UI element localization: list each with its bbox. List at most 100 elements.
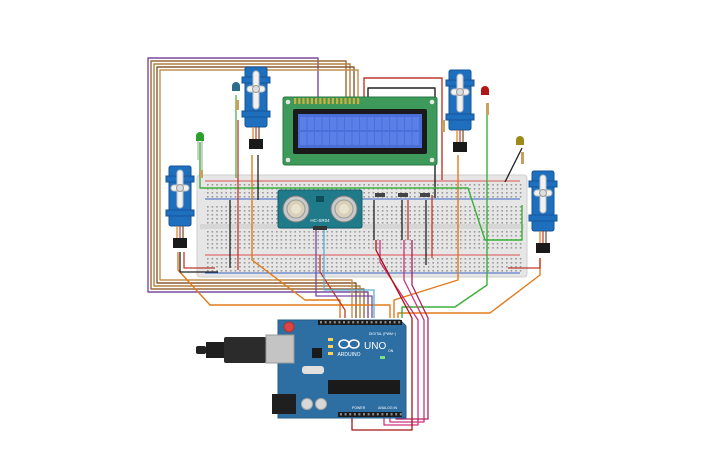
breadboard-hole [234, 214, 237, 216]
breadboard-hole [519, 214, 522, 216]
leds [196, 82, 524, 178]
breadboard-hole [469, 243, 471, 245]
digital-header[interactable] [318, 320, 402, 325]
power-analog-header[interactable] [338, 412, 402, 417]
breadboard-hole [289, 235, 292, 237]
breadboard-chip-2 [398, 193, 408, 197]
breadboard-hole [243, 247, 246, 249]
breadboard-hole [317, 235, 319, 237]
breadboard-hole [506, 270, 508, 272]
breadboard-hole [506, 210, 508, 212]
breadboard-hole [216, 235, 218, 237]
breadboard-hole [404, 222, 407, 224]
breadboard-hole [358, 262, 361, 264]
breadboard-hole [460, 247, 462, 249]
breadboard-hole [492, 235, 494, 237]
breadboard-hole [248, 218, 250, 220]
breadboard-hole [317, 270, 319, 272]
breadboard-hole [460, 210, 462, 212]
breadboard-hole [322, 243, 324, 245]
breadboard-hole [239, 184, 241, 186]
breadboard-hole [432, 258, 434, 260]
breadboard-hole [363, 188, 365, 190]
breadboard-hole [400, 231, 402, 233]
servo-right[interactable] [528, 170, 558, 253]
breadboard-hole [404, 214, 407, 216]
led-red[interactable] [481, 86, 489, 115]
breadboard-hole [483, 262, 485, 264]
breadboard-hole [478, 258, 480, 260]
breadboard-hole [455, 266, 457, 268]
breadboard-hole [234, 184, 237, 186]
breadboard-hole [496, 266, 499, 268]
breadboard-hole [409, 184, 411, 186]
breadboard-hole [460, 222, 462, 224]
breadboard-hole [345, 266, 347, 268]
header-pins [320, 321, 402, 416]
lcd-cell [300, 117, 307, 130]
breadboard-hole [253, 266, 255, 268]
breadboard-hole [473, 231, 476, 233]
breadboard-hole [211, 184, 214, 186]
breadboard-hole [294, 235, 296, 237]
breadboard-hole [423, 218, 425, 220]
breadboard-hole [446, 184, 448, 186]
breadboard-hole [211, 270, 214, 272]
breadboard-hole [386, 218, 388, 220]
breadboard-hole [483, 210, 485, 212]
led-yellow[interactable] [516, 136, 524, 164]
breadboard-hole [515, 210, 517, 212]
servo-top-right[interactable] [445, 69, 475, 152]
breadboard-hole [340, 188, 342, 190]
servo-top-left[interactable] [241, 66, 271, 149]
arduino-uno-board[interactable]: ARDUINO UNO DIGITAL (PWM~) POWER ANALOG … [196, 319, 407, 419]
breadboard-hole [220, 235, 223, 237]
breadboard-hole [469, 247, 471, 249]
breadboard-hole [358, 184, 361, 186]
breadboard-hole [257, 206, 260, 208]
breadboard-hole [395, 266, 398, 268]
breadboard-hole [216, 218, 218, 220]
breadboard-hole [386, 247, 388, 249]
header-pin [386, 413, 388, 416]
lcd-pin [294, 98, 297, 104]
breadboard-hole [266, 184, 269, 186]
breadboard-hole [345, 258, 347, 260]
breadboard-hole [322, 258, 324, 260]
breadboard-hole [271, 270, 273, 272]
breadboard-hole [450, 235, 453, 237]
breadboard-hole [404, 270, 407, 272]
breadboard-hole [460, 192, 462, 194]
ultrasonic-sensor[interactable]: HC-SR04 [277, 189, 363, 230]
header-pin [329, 321, 332, 324]
breadboard-hole [473, 235, 476, 237]
lcd-display[interactable] [282, 96, 438, 166]
breadboard-hole [207, 196, 209, 198]
breadboard-hole [234, 258, 237, 260]
breadboard-hole [207, 266, 209, 268]
reset-button[interactable] [283, 321, 295, 333]
led-blue[interactable] [232, 82, 240, 110]
breadboard-hole [427, 210, 430, 212]
resistor [521, 152, 524, 164]
breadboard-hole [225, 196, 227, 198]
breadboard-hole [243, 239, 246, 241]
breadboard-hole [216, 184, 218, 186]
breadboard-hole [308, 239, 310, 241]
breadboard-hole [469, 258, 471, 260]
wire-pink-2 [389, 240, 425, 423]
breadboard-hole [450, 188, 453, 190]
breadboard-hole [276, 262, 278, 264]
breadboard-hole [501, 243, 503, 245]
power-label: POWER [352, 406, 366, 410]
servo-left[interactable] [165, 165, 195, 248]
breadboard-hole [418, 206, 421, 208]
breadboard-hole [510, 218, 513, 220]
breadboard-hole [234, 247, 237, 249]
breadboard-hole [515, 218, 517, 220]
breadboard-hole [285, 231, 287, 233]
breadboard-hole [368, 262, 370, 264]
breadboard-hole [243, 214, 246, 216]
led-green[interactable] [196, 132, 204, 178]
breadboard-hole [441, 206, 444, 208]
